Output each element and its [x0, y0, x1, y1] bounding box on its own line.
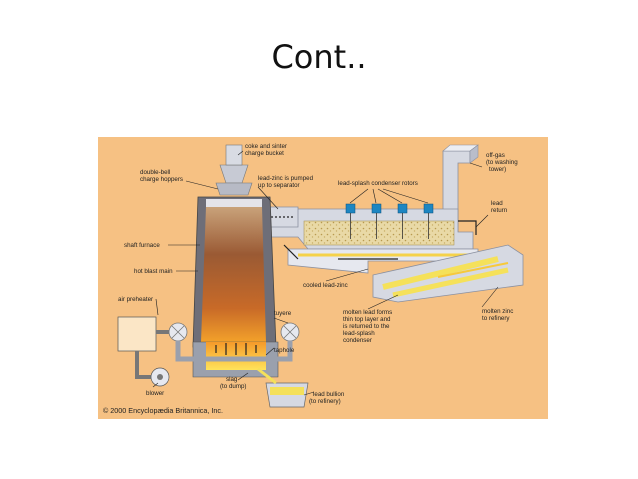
shaft-furnace [192, 144, 277, 348]
condenser-rotor-3 [397, 203, 408, 239]
lead-return-arrow [458, 220, 477, 235]
condenser-rotor-4 [423, 203, 434, 239]
zinc-separation-bath [372, 244, 524, 303]
condenser-rotor-1 [345, 203, 356, 239]
label-blower: blower [146, 390, 164, 397]
label-slag: (to dump) [220, 383, 246, 390]
label-tuyere: tuyere [274, 310, 292, 317]
leader-lines [152, 150, 499, 396]
label-hot-blast-main: hot blast main [134, 268, 173, 275]
tuyere-left [168, 322, 188, 342]
label-lead-return: lead [491, 200, 503, 207]
label-coke-sinter: coke and sinter [245, 143, 287, 150]
condenser-rotor-2 [371, 203, 382, 239]
tuyere-right [280, 322, 300, 342]
label-off-gas: tower) [489, 166, 506, 173]
label-condenser-rotors: lead-splash condenser rotors [338, 180, 418, 187]
cooled-lead-zinc-trough [287, 248, 479, 274]
furnace-hearth [192, 341, 279, 378]
label-molten-lead: thin top layer and [343, 316, 391, 323]
label-double-bell: double-bell [140, 169, 170, 176]
label-lead-zinc-pumped: up to separator [258, 182, 300, 189]
label-double-bell: charge hoppers [140, 176, 183, 183]
label-cooled-lead-zinc: cooled lead-zinc [303, 282, 348, 289]
label-lead-zinc-pumped: lead-zinc is pumped [258, 175, 314, 182]
label-slag: slag [226, 376, 238, 383]
label-molten-lead: is returned to the [343, 323, 390, 330]
label-molten-zinc: molten zinc [482, 308, 513, 315]
label-coke-sinter: charge bucket [245, 150, 284, 157]
pumped-lead-zinc-arrow [283, 244, 299, 260]
label-molten-lead: condenser [343, 337, 372, 344]
slide-title: Cont.. [271, 38, 367, 76]
label-molten-zinc: to refinery [482, 315, 510, 322]
label-lead-bullion: lead bullion [313, 391, 345, 398]
air-preheater [117, 316, 169, 379]
label-taphole: taphole [274, 347, 295, 354]
lead-bullion-pot [257, 367, 309, 408]
label-air-preheater: air preheater [118, 296, 153, 303]
hot-blast-pipe [175, 341, 293, 362]
label-lead-return: return [491, 207, 508, 214]
lead-zinc-blast-furnace-diagram: coke and sinter charge bucket double-bel… [98, 137, 548, 419]
label-off-gas: off-gas [486, 152, 505, 159]
label-molten-lead: lead-splash [343, 330, 375, 337]
label-off-gas: (to washing [486, 159, 518, 166]
copyright-notice: © 2000 Encyclopædia Britannica, Inc. [103, 406, 223, 415]
label-shaft-furnace: shaft furnace [124, 242, 160, 249]
blower [150, 367, 170, 387]
label-molten-lead: molten lead forms [343, 309, 392, 316]
label-lead-bullion: (to refinery) [309, 398, 341, 405]
